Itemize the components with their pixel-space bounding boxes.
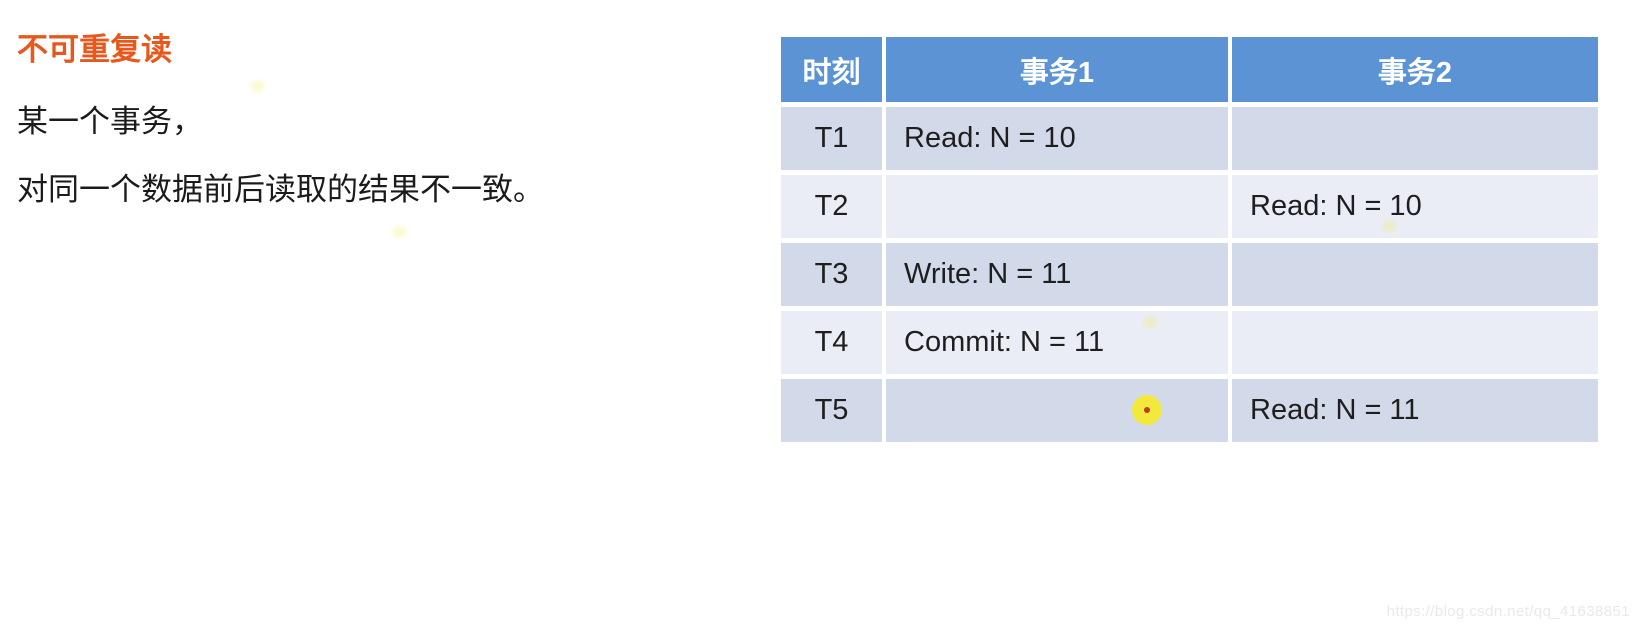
laser-trail-artifact [1382,220,1397,232]
cell-time: T3 [781,243,882,306]
cell-tx2 [1232,243,1598,306]
cell-time: T1 [781,107,882,170]
cell-tx2 [1232,107,1598,170]
cell-tx2 [1232,311,1598,374]
cell-tx1 [886,175,1228,238]
cell-time: T4 [781,311,882,374]
watermark-url: https://blog.csdn.net/qq_41638851 [1386,603,1630,620]
definition-line-1: 某一个事务， [17,104,203,139]
page-title: 不可重复读 [17,32,172,67]
laser-pointer-dot [1132,395,1162,425]
transaction-table: 时刻 事务1 事务2 T1 Read: N = 10 T2 Read: N = … [781,37,1598,442]
column-header-transaction-2: 事务2 [1232,37,1598,102]
cell-tx2: Read: N = 10 [1232,175,1598,238]
laser-trail-artifact [392,226,407,238]
laser-pointer-core [1144,407,1150,413]
cell-time: T2 [781,175,882,238]
cell-tx1 [886,379,1228,442]
laser-trail-artifact [1143,316,1158,328]
definition-line-2: 对同一个数据前后读取的结果不一致。 [17,172,544,207]
column-header-time: 时刻 [781,37,882,102]
cell-tx1: Read: N = 10 [886,107,1228,170]
laser-trail-artifact [250,80,265,92]
column-header-transaction-1: 事务1 [886,37,1228,102]
cell-tx1: Commit: N = 11 [886,311,1228,374]
cell-time: T5 [781,379,882,442]
cell-tx2: Read: N = 11 [1232,379,1598,442]
cell-tx1: Write: N = 11 [886,243,1228,306]
